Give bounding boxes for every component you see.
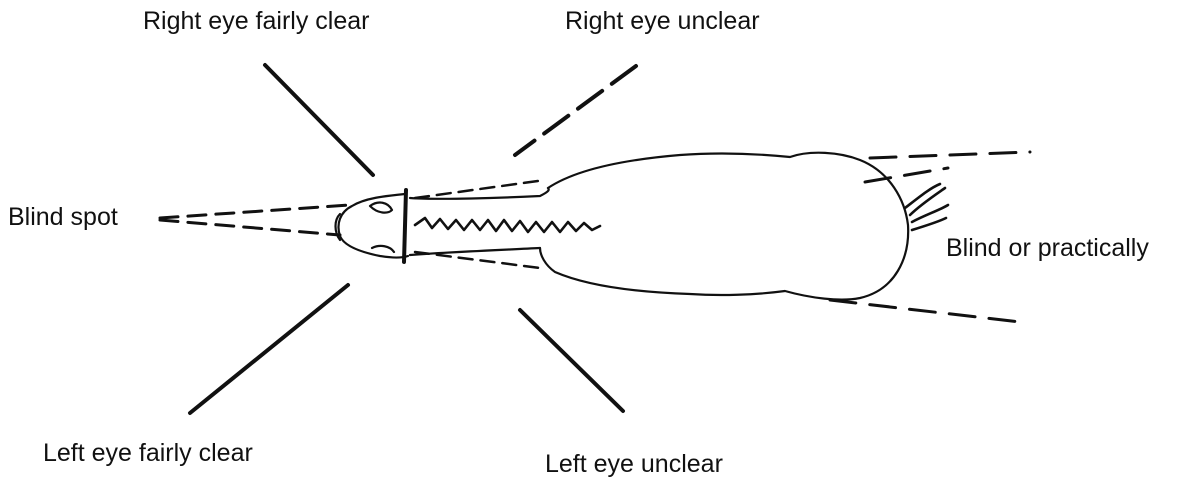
horse-tail [905,184,948,230]
horse-ear-right [370,203,392,213]
horse-silhouette [336,153,949,300]
blind-spot-lines [160,205,350,235]
horse-ear-left [372,246,394,252]
label-blind-or-practically: Blind or practically [946,236,1149,261]
horse-noseband [404,190,406,262]
right-eye-unclear-line [515,66,636,155]
right-eye-fairly-clear-line [265,65,373,175]
left-eye-fairly-clear-line [190,285,348,413]
label-left-eye-unclear: Left eye unclear [545,452,723,477]
left-eye-unclear-line [520,310,623,411]
horse-neck-lower [410,248,540,255]
label-blind-spot: Blind spot [8,205,118,230]
label-left-eye-fairly-clear: Left eye fairly clear [43,441,253,466]
horse-body-outline [540,153,908,300]
label-right-eye-fairly-clear: Right eye fairly clear [143,9,369,34]
horse-mane [415,218,600,232]
label-right-eye-unclear: Right eye unclear [565,9,760,34]
